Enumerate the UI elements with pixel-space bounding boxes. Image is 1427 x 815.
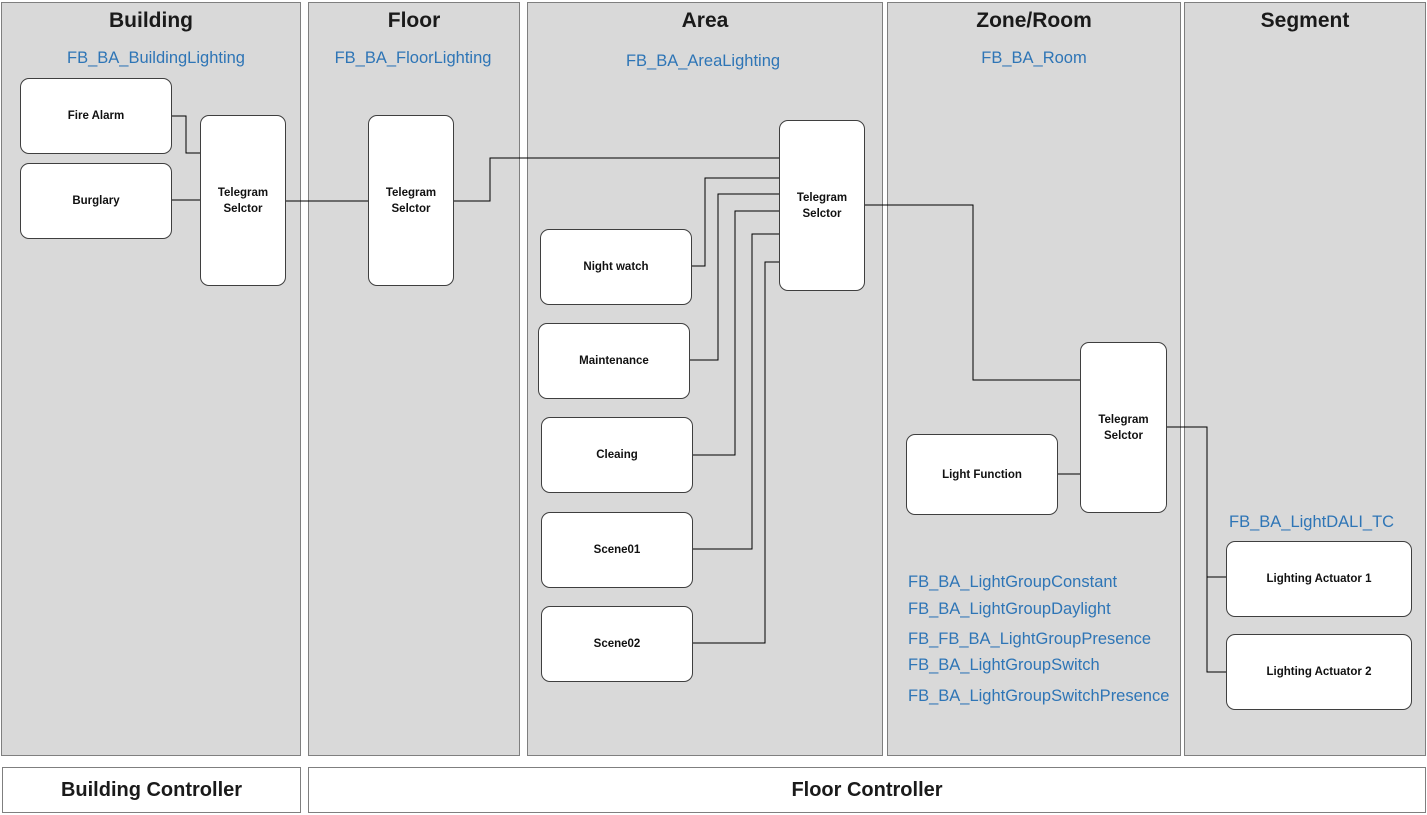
floor-controller-label: Floor Controller [791,778,943,801]
area-telegram-selector[interactable]: Telegram Selctor [779,120,865,291]
fb-light-group-daylight: FB_BA_LightGroupDaylight [908,600,1111,618]
zone-telegram-selector[interactable]: Telegram Selctor [1080,342,1167,513]
light-function-box[interactable]: Light Function [906,434,1058,515]
floor-selector-label: Telegram Selctor [385,186,437,215]
maintenance-label: Maintenance [579,355,649,367]
scene01-label: Scene01 [593,544,641,556]
area-selector-label: Telegram Selctor [796,191,848,220]
fb-area-lighting: FB_BA_AreaLighting [625,52,781,70]
night-watch-label: Night watch [583,261,649,273]
fb-room: FB_BA_Room [981,49,1087,67]
scene02-box[interactable]: Scene02 [541,606,693,682]
fb-light-group-switch: FB_BA_LightGroupSwitch [908,656,1100,674]
lane-title-floor: Floor [387,9,441,32]
building-controller-label: Building Controller [60,778,243,801]
building-controller-bar: Building Controller [2,767,301,813]
maintenance-box[interactable]: Maintenance [538,323,690,399]
lighting-actuator-2-box[interactable]: Lighting Actuator 2 [1226,634,1412,710]
fb-light-group-switch-presence: FB_BA_LightGroupSwitchPresence [908,687,1170,705]
lane-floor: Floor [308,2,520,756]
building-selector-label: Telegram Selctor [217,186,269,215]
floor-controller-bar: Floor Controller [308,767,1426,813]
lane-title-segment: Segment [1260,9,1350,32]
building-telegram-selector[interactable]: Telegram Selctor [200,115,286,286]
fb-light-dali-tc: FB_BA_LightDALI_TC [1229,513,1395,531]
lighting-actuator-1-box[interactable]: Lighting Actuator 1 [1226,541,1412,617]
burglary-label: Burglary [72,195,120,207]
fb-light-group-constant: FB_BA_LightGroupConstant [908,573,1118,591]
lighting-actuator-2-label: Lighting Actuator 2 [1266,666,1372,678]
scene01-box[interactable]: Scene01 [541,512,693,588]
fb-building-lighting: FB_BA_BuildingLighting [67,49,245,67]
lighting-actuator-1-label: Lighting Actuator 1 [1266,573,1372,585]
light-function-label: Light Function [942,468,1022,481]
fire-alarm-label: Fire Alarm [67,110,125,122]
cleaning-box[interactable]: Cleaing [541,417,693,493]
burglary-box[interactable]: Burglary [20,163,172,239]
scene02-label: Scene02 [593,638,641,650]
lane-title-area: Area [681,9,729,32]
fb-floor-lighting: FB_BA_FloorLighting [334,49,492,67]
cleaning-label: Cleaing [596,449,638,461]
fb-light-group-presence: FB_FB_BA_LightGroupPresence [908,630,1152,648]
fire-alarm-box[interactable]: Fire Alarm [20,78,172,154]
night-watch-box[interactable]: Night watch [540,229,692,305]
lane-title-building: Building [109,9,193,32]
floor-telegram-selector[interactable]: Telegram Selctor [368,115,454,286]
zone-selector-label: Telegram Selctor [1098,413,1149,442]
lane-title-zone-room: Zone/Room [976,9,1092,32]
